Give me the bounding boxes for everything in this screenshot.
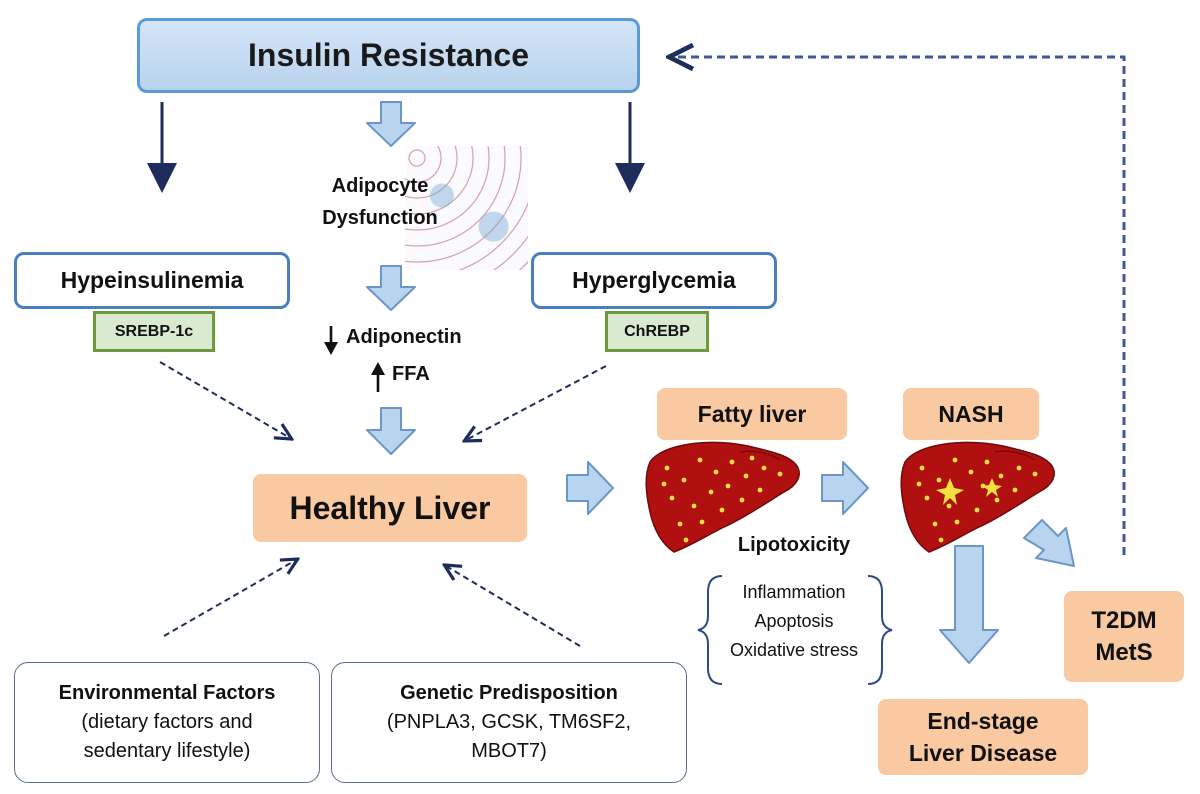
healthy-liver-box: Healthy Liver: [253, 474, 527, 542]
insulin-resistance-box: Insulin Resistance: [137, 18, 640, 93]
srebp-1c-box: SREBP-1c: [93, 311, 215, 352]
environmental-title: Environmental Factors: [58, 682, 276, 704]
block-arrow-down-ir-to-adipocyte: [366, 101, 416, 147]
brace-left: [697, 575, 723, 685]
hyperinsulinemia-box: Hypeinsulinemia: [14, 252, 290, 309]
t2dm-mets-box: T2DM MetS: [1064, 591, 1184, 682]
block-arrow-down-ffa-to-liver: [366, 407, 416, 455]
lipotoxicity-list: Inflammation Apoptosis Oxidative stress: [712, 578, 876, 665]
nash-liver-image: [900, 441, 1055, 553]
fatty-liver-box: Fatty liver: [657, 388, 847, 440]
hyperinsulinemia-label: Hypeinsulinemia: [60, 267, 244, 293]
block-arrow-nash-to-t2dm: [1023, 519, 1075, 567]
nash-label: NASH: [938, 400, 1004, 427]
dashed-arrow-genetic-to-liver: [446, 566, 581, 647]
lipotoxicity-item: Apoptosis: [754, 611, 834, 631]
lipotoxicity-title: Lipotoxicity: [737, 534, 851, 556]
adiponectin-label: Adiponectin: [346, 326, 462, 348]
brace-right: [867, 575, 893, 685]
nash-box: NASH: [903, 388, 1039, 440]
lipotoxicity-item: Inflammation: [742, 582, 846, 602]
block-arrow-down-adipocyte-to-adiponectin: [366, 265, 416, 311]
end-stage-liver-disease-box: End-stage Liver Disease: [878, 699, 1088, 775]
genetic-title: Genetic Predisposition: [400, 682, 618, 704]
ffa-label: FFA: [392, 363, 430, 385]
lipotoxicity-item: Oxidative stress: [729, 640, 859, 660]
block-arrow-liver-to-fatty: [566, 461, 614, 515]
dashed-arrow-srebp-to-liver: [159, 361, 290, 438]
environmental-factors-box: Environmental Factors (dietary factors a…: [14, 662, 320, 783]
srebp-1c-label: SREBP-1c: [114, 322, 194, 340]
fatty-liver-label: Fatty liver: [697, 400, 807, 427]
healthy-liver-label: Healthy Liver: [289, 489, 491, 526]
fatty-liver-image: [645, 441, 800, 553]
adipocyte-dysfunction-label: Adipocyte Dysfunction: [322, 175, 438, 229]
hyperglycemia-label: Hyperglycemia: [572, 267, 736, 293]
hyperglycemia-box: Hyperglycemia: [531, 252, 777, 309]
insulin-resistance-label: Insulin Resistance: [248, 37, 529, 73]
dashed-arrow-chrebp-to-liver: [466, 365, 607, 440]
dashed-feedback-arrow: [672, 57, 1126, 555]
adipocyte-micrograph: [405, 146, 528, 270]
chrebp-box: ChREBP: [605, 311, 709, 352]
genetic-predisposition-box: Genetic Predisposition (PNPLA3, GCSK, TM…: [331, 662, 687, 783]
chrebp-label: ChREBP: [624, 322, 690, 340]
dashed-arrow-environment-to-liver: [163, 560, 296, 637]
block-arrow-fatty-to-nash: [821, 461, 869, 515]
block-arrow-nash-to-end-stage: [939, 545, 999, 664]
